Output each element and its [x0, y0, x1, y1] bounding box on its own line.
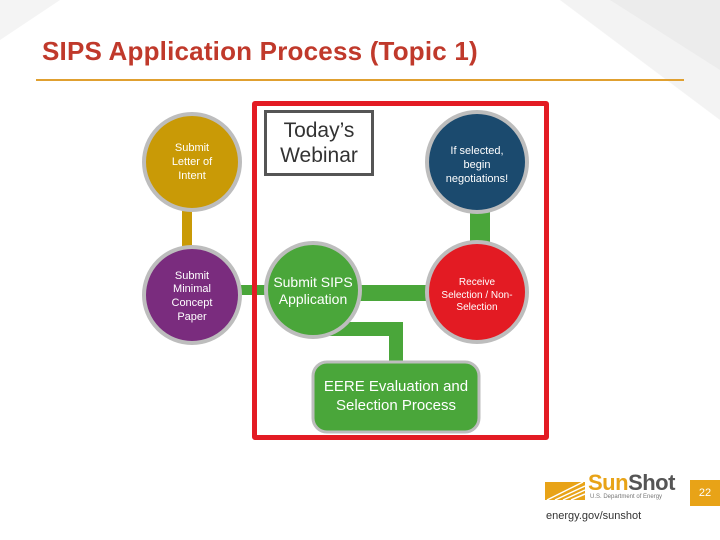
- circle-negotiations-ring: [425, 110, 529, 214]
- footer-url: energy.gov/sunshot: [546, 510, 642, 522]
- circle-application-ring: [264, 241, 362, 339]
- logo-shot: Shot: [628, 470, 675, 495]
- node-minimal-concept-paper: Submit Minimal Concept Paper: [171, 269, 213, 323]
- connector-loi-to-concept: [182, 195, 192, 255]
- slide-title: SIPS Application Process (Topic 1): [42, 36, 478, 66]
- connector-concept-to-application: [240, 285, 280, 295]
- page-number: 22: [690, 480, 720, 506]
- sunshot-logo: [545, 481, 586, 501]
- circle-concept-paper-ring: [142, 245, 242, 345]
- title-divider: [36, 79, 684, 81]
- logo-sun: Sun: [588, 470, 629, 495]
- node-begin-negotiations: If selected, begin negotiations!: [445, 145, 509, 185]
- circle-selection-ring: [425, 240, 529, 344]
- sun-rays-icon: [545, 481, 586, 501]
- connector-vline-to-eere: [389, 322, 403, 370]
- node-receive-selection: Receive Selection / Non-Selection: [441, 277, 513, 314]
- connector-application-to-selection: [355, 285, 435, 301]
- eere-box-shape: [311, 360, 481, 434]
- circle-letter-of-intent-ring: [142, 112, 242, 212]
- node-eere-evaluation: EERE Evaluation and Selection Process: [323, 378, 469, 414]
- node-todays-webinar: Today’s Webinar: [264, 110, 374, 176]
- logo-subtitle: U.S. Department of Energy: [590, 494, 663, 500]
- node-sips-application: Submit SIPS Application: [273, 273, 353, 308]
- node-letter-of-intent: Submit Letter of Intent: [171, 142, 213, 182]
- logo-wordmark: SunShot: [588, 470, 675, 496]
- current-stage-frame: [252, 101, 549, 440]
